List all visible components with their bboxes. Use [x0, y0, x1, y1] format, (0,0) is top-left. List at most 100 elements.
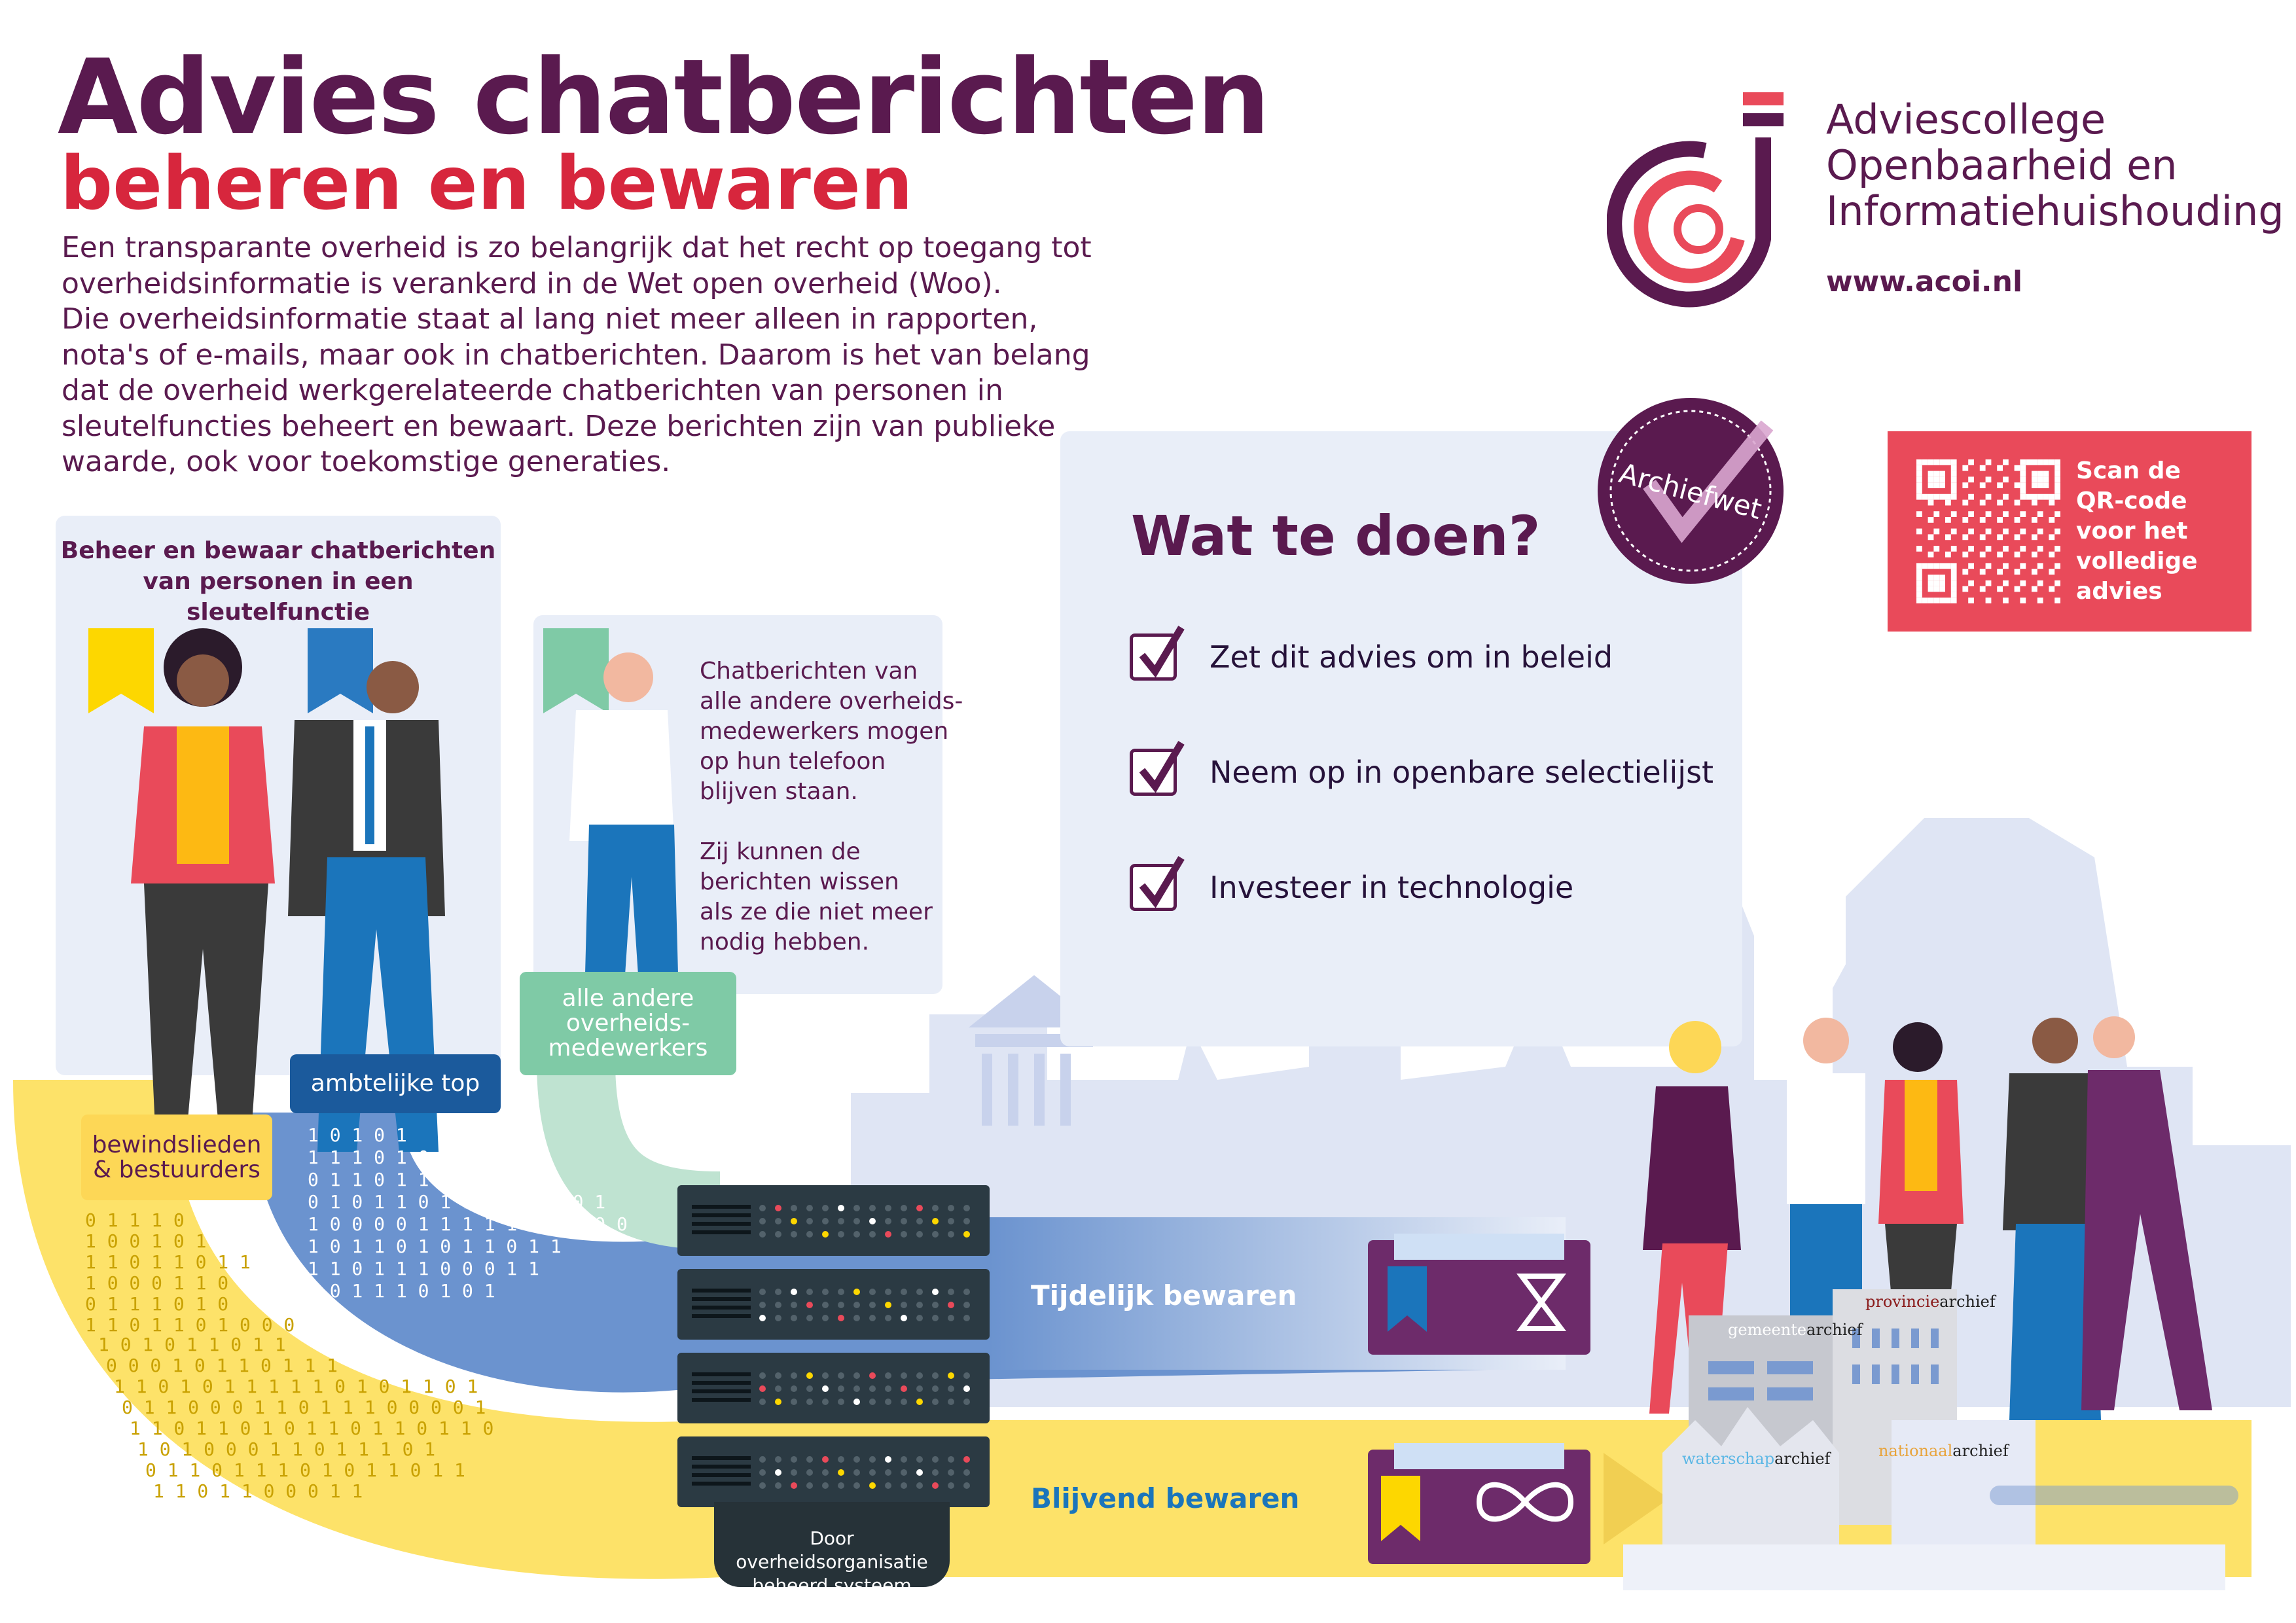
- server-led: [885, 1205, 891, 1211]
- binary-row: 0 1 1 1 0 1 0: [85, 1293, 229, 1315]
- key-functions-heading: Beheer en bewaar chatberichten van perso…: [56, 535, 501, 628]
- text-line: nodig hebben.: [700, 929, 870, 955]
- server-led: [853, 1218, 860, 1224]
- intro-line: Een transparante overheid is zo belangri…: [62, 231, 1092, 264]
- server-led: [948, 1482, 954, 1489]
- label-line: overheids-: [565, 1010, 691, 1037]
- checkbox-checked-icon: [1130, 741, 1185, 796]
- server-led: [963, 1385, 970, 1392]
- server-led: [791, 1469, 797, 1476]
- server-led: [963, 1289, 970, 1295]
- server-led: [806, 1469, 813, 1476]
- server-led: [948, 1231, 954, 1238]
- server-led: [948, 1456, 954, 1463]
- acoi-logo-icon: [1607, 92, 1784, 308]
- server-led: [838, 1456, 844, 1463]
- todo-item: Zet dit advies om in beleid: [1130, 626, 1613, 681]
- text-line: Zij kunnen de: [700, 838, 861, 865]
- server-led: [963, 1302, 970, 1308]
- server-led: [838, 1302, 844, 1308]
- server-led: [791, 1218, 797, 1224]
- server-led: [822, 1205, 829, 1211]
- server-led: [932, 1456, 939, 1463]
- server-led: [916, 1218, 923, 1224]
- server-led: [916, 1315, 923, 1321]
- text-line: medewerkers mogen: [700, 718, 949, 745]
- server-unit: [677, 1353, 990, 1423]
- server-led: [901, 1231, 907, 1238]
- server-led: [948, 1399, 954, 1405]
- binary-row: 1 0 1 0 1 1 0 1 1: [98, 1334, 286, 1355]
- other-staff-text: Chatberichten van alle andere overheids-…: [700, 656, 963, 957]
- server-led: [916, 1469, 923, 1476]
- archive-suffix: archief: [1939, 1293, 1996, 1311]
- archiefwet-seal-icon: Archiefwet: [1598, 398, 1784, 584]
- server-led: [759, 1315, 766, 1321]
- binary-row: 1 0 1 1 0 1 0 1 1 0 1 1: [308, 1236, 562, 1257]
- server-led: [932, 1372, 939, 1379]
- server-led: [806, 1302, 813, 1308]
- server-led: [759, 1469, 766, 1476]
- qr-code-icon[interactable]: [1916, 459, 2060, 603]
- server-led: [759, 1289, 766, 1295]
- server-led: [806, 1399, 813, 1405]
- page-title: Advies chatberichten: [58, 37, 1270, 158]
- server-led: [822, 1469, 829, 1476]
- server-led: [775, 1289, 781, 1295]
- website-link[interactable]: www.acoi.nl: [1826, 265, 2023, 298]
- logo-line: Openbaarheid en: [1826, 141, 2178, 189]
- server-led: [963, 1372, 970, 1379]
- archive-prefix: nationaal: [1878, 1442, 1953, 1460]
- bookmark-green-icon: [543, 628, 609, 713]
- archive-prefix: gemeente: [1728, 1321, 1807, 1339]
- logo-text: Adviescollege Openbaarheid en Informatie…: [1826, 97, 2284, 234]
- heading-line: van personen in een sleutelfunctie: [143, 568, 414, 626]
- binary-row: 1 1 0 1 1 0 0 0 1 1: [153, 1480, 363, 1502]
- server-unit: [677, 1185, 990, 1256]
- server-led: [838, 1372, 844, 1379]
- label-ambtelijke-top: ambtelijke top: [290, 1054, 501, 1113]
- server-led: [838, 1399, 844, 1405]
- label-line: alle andere: [562, 985, 694, 1012]
- server-led: [822, 1399, 829, 1405]
- server-led: [901, 1469, 907, 1476]
- server-led: [791, 1456, 797, 1463]
- intro-line: waarde, ook voor toekomstige generaties.: [62, 445, 671, 478]
- server-led: [869, 1315, 876, 1321]
- server-led: [869, 1302, 876, 1308]
- binary-row: 1 1 0 1 1 0 1 1: [85, 1251, 251, 1273]
- server-led: [775, 1218, 781, 1224]
- server-led: [791, 1482, 797, 1489]
- server-led: [948, 1385, 954, 1392]
- todo-label: Zet dit advies om in beleid: [1210, 639, 1613, 675]
- server-led: [759, 1385, 766, 1392]
- server-led: [806, 1482, 813, 1489]
- server-led: [775, 1315, 781, 1321]
- server-led: [853, 1399, 860, 1405]
- server-led: [759, 1372, 766, 1379]
- todo-item: Investeer in technologie: [1130, 856, 1573, 911]
- binary-row: 0 1 1 1 0: [85, 1209, 185, 1231]
- server-led: [853, 1289, 860, 1295]
- binary-row: 0 1 0 1 1 0 1 1 0 1 1 1 0 1: [308, 1191, 606, 1213]
- server-led: [853, 1385, 860, 1392]
- qr-text: Scan de QR-code voor het volledige advie…: [2076, 456, 2198, 607]
- label-line: bewindslieden: [92, 1131, 262, 1158]
- text-line: Chatberichten van: [700, 658, 918, 685]
- label-line: Door overheidsorganisatie: [736, 1527, 928, 1573]
- archives-buildings-illustration: [1623, 1289, 2238, 1590]
- server-led: [822, 1315, 829, 1321]
- server-led: [759, 1399, 766, 1405]
- server-led: [775, 1469, 781, 1476]
- intro-text: Een transparante overheid is zo belangri…: [62, 230, 1092, 480]
- server-led: [901, 1399, 907, 1405]
- server-led: [932, 1205, 939, 1211]
- server-led: [885, 1469, 891, 1476]
- server-led: [822, 1218, 829, 1224]
- server-led: [791, 1205, 797, 1211]
- qr-line: volledige: [2076, 548, 2198, 575]
- server-led: [775, 1399, 781, 1405]
- heading-line: Beheer en bewaar chatberichten: [60, 537, 496, 564]
